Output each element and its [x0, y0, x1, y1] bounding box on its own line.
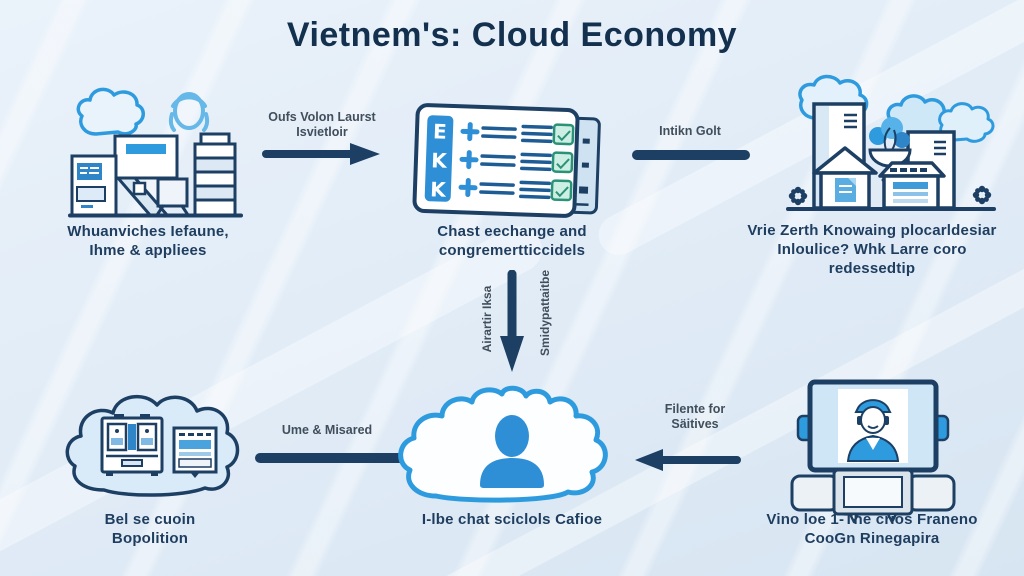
node-bottom-center [392, 384, 632, 509]
connector-line-icon [632, 147, 750, 165]
caption-top-center: Chast eechange and congremertticcidels [382, 222, 642, 260]
caption-line: Whuanviches Iefaune, [67, 223, 229, 240]
caption-line: Vrie Zerth Knowaing plocarldesiar [747, 222, 997, 239]
label-line: Ume & Misared [281, 423, 373, 437]
operator-monitor-icon [790, 379, 956, 524]
tablet-letter: E [433, 119, 448, 143]
caption-line: CooGn Rinegapira [804, 530, 940, 547]
label-line: Säitives [671, 417, 719, 431]
node-top-left [68, 84, 243, 219]
arrow-left-icon [633, 447, 741, 478]
caption-line: redessedtip [828, 260, 916, 277]
stamp-icon [550, 123, 575, 202]
node-top-right [786, 74, 996, 221]
page-title: Vietnem's: Cloud Economy [286, 16, 738, 54]
tablet-letter: K [430, 177, 448, 202]
caption-line: Bopolition [111, 530, 189, 547]
caption-line: Chast eechange and [437, 223, 587, 240]
caption-line: Inloulice? Whk Larre coro [777, 241, 967, 258]
connector-bottom-left-label: Ume & Misared [262, 423, 392, 438]
caption-bottom-center: I-lbe chat sciclols Cafioe [372, 510, 652, 529]
caption-bottom-left: Bel se cuoin Bopolition [50, 510, 250, 548]
person-outline-icon [168, 92, 210, 132]
caption-line: Ihme & appliees [89, 242, 207, 259]
arrow-right-icon [262, 142, 382, 171]
tablet-letter: K [431, 148, 449, 173]
caption-line: Bel se cuoin [104, 511, 196, 528]
label-line: Oufs Volon Laurst [268, 110, 376, 124]
flower-icon [788, 186, 808, 206]
arrow-down-icon [499, 269, 525, 379]
vertical-arrow-right-label: Smidypattaitbe [538, 270, 552, 357]
caption-bottom-right: Vino loe 1-The crios Franeno CooGn Rineg… [742, 510, 1002, 548]
connector-line-icon [255, 450, 445, 468]
flower-icon [972, 185, 992, 205]
connector-top-right-label: Intikn Golt [635, 124, 745, 139]
arrow-bottom-right-label: Filente for Säitives [640, 402, 750, 432]
city-buildings-clouds-icon [786, 74, 996, 211]
vertical-arrow-left-label: Airartir Iksa [480, 285, 494, 353]
factory-machines-cloud-icon [68, 87, 243, 218]
label-line: Intikn Golt [659, 124, 721, 138]
checklist-tablet-icon: E K K [412, 103, 601, 218]
caption-line: congremertticcidels [438, 242, 586, 259]
caption-top-right: Vrie Zerth Knowaing plocarldesiar Inloul… [727, 221, 1017, 278]
arrow-top-left-label: Oufs Volon Laurst Isvietloir [257, 110, 387, 140]
node-bottom-right [788, 378, 958, 524]
node-bottom-left [62, 386, 242, 506]
label-line: Filente for [664, 402, 726, 416]
cloud-appliances-icon [65, 394, 240, 497]
label-line: Isvietloir [296, 125, 348, 139]
cloud-person-icon [398, 385, 608, 503]
caption-line: I-lbe chat sciclols Cafioe [421, 511, 603, 528]
caption-top-left: Whuanviches Iefaune, Ihme & appliees [23, 222, 273, 260]
node-top-center: E K K [410, 100, 610, 222]
caption-line: Vino loe 1-The crios Franeno [766, 511, 978, 528]
